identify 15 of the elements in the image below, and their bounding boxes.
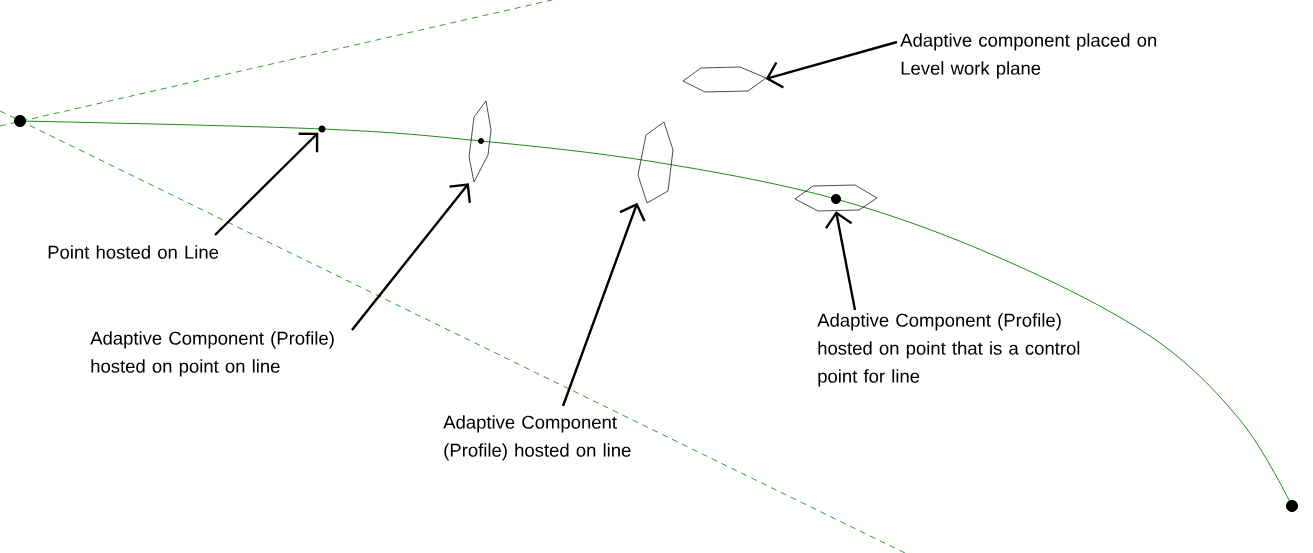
point-marker [318,125,326,133]
leader-arrow [765,40,898,89]
leader-arrow [561,202,646,407]
callout-text: Adaptive Component (Profile) hosted on point that is a control point for line [817,313,1080,387]
profile-hexagon [682,66,767,93]
leader-arrow [214,132,319,236]
callout-text: Point hosted on Line [48,245,219,259]
profile-hexagon [468,100,492,183]
callout-text: Adaptive Component (Profile) hosted on line [443,415,631,461]
leader-arrow [825,211,857,311]
profile-hexagon [794,184,878,212]
callout-text: Adaptive component placed on Level work plane [900,33,1157,79]
callout-text: Adaptive Component (Profile) hosted on point on line [90,331,334,377]
profile-hexagon [637,121,674,204]
leader-arrow [351,183,472,331]
